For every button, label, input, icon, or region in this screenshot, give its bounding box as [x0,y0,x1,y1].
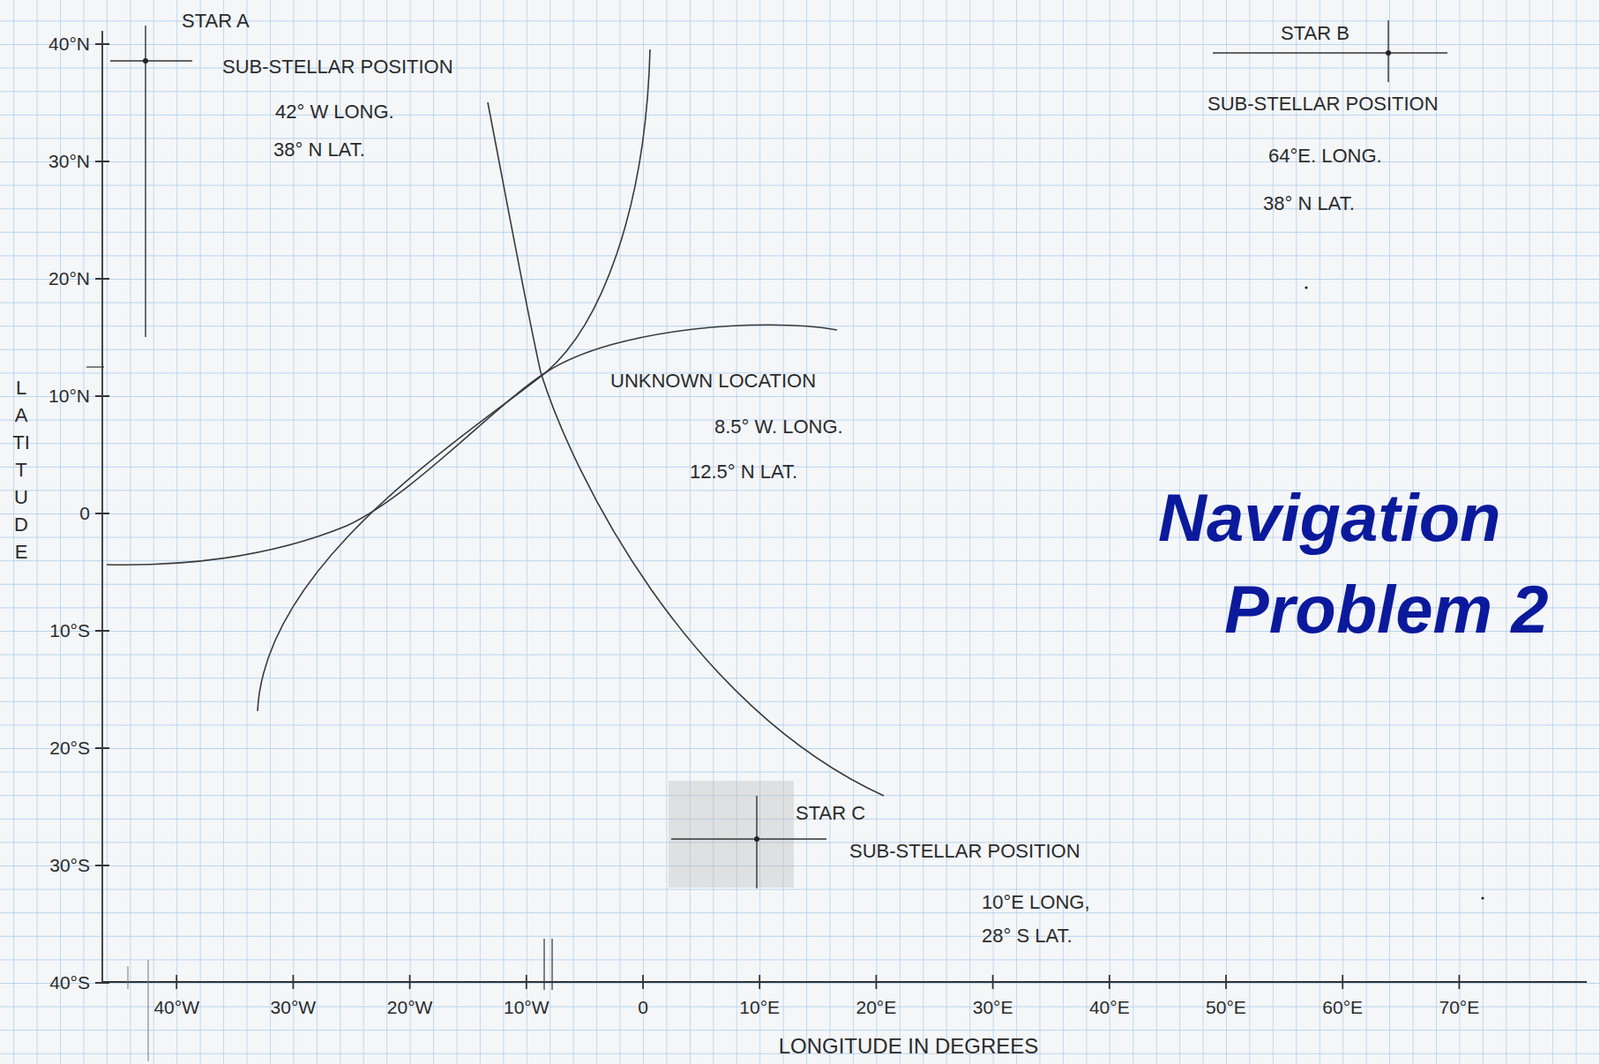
star-dot [754,836,760,842]
star-name: STAR C [795,801,866,824]
coordinate-note: 10°E LONG, [981,890,1091,913]
star-name: STAR A [181,9,250,32]
y-ticks [95,44,110,983]
star-c-circle [487,102,884,796]
coordinate-note: 38° N LAT. [273,138,366,161]
latitude-tick-label: 40°N [48,33,90,55]
coordinate-note: 64°E. LONG. [1268,144,1383,167]
erasure-smudge [668,780,794,888]
axis-title: LONGITUDE IN DEGREES [778,1033,1040,1059]
longitude-tick-label: 20°E [856,996,898,1018]
star-crosshairs [110,20,1448,889]
coordinate-note: 28° S LAT. [981,924,1073,947]
star-dot [1385,50,1391,56]
star-note: SUB-STELLAR POSITION [222,55,454,78]
coordinate-note: 42° W LONG. [275,100,395,123]
axis-title: LATITUDE [11,373,31,566]
coordinate-note: 12.5° N LAT. [689,460,798,483]
star-name: STAR B [1280,22,1350,45]
star-note: SUB-STELLAR POSITION [849,839,1081,862]
latitude-mark [86,366,105,367]
longitude-mark [544,938,553,990]
latitude-tick-label: 30°N [48,150,90,172]
star-dot [142,58,149,64]
longitude-tick-label: 10°W [503,996,550,1018]
longitude-tick-label: 20°W [387,996,434,1018]
latitude-tick-label: 40°S [49,971,90,994]
star-dots [142,50,1485,900]
coordinate-note: 8.5° W. LONG. [714,415,844,438]
longitude-tick-label: 70°E [1439,996,1481,1018]
latitude-tick-label: 10°S [49,620,90,642]
pencil-speck [1480,896,1484,899]
diagram-title: Navigation Problem 2 [1224,471,1595,656]
star-b-circle [106,324,838,565]
star-a-crosshair [110,25,193,337]
y-axis [101,30,104,983]
x-axis [102,980,1587,983]
x-ticks [176,974,1459,989]
latitude-tick-label: 20°N [48,268,90,290]
pencil-speck [1304,285,1308,289]
star-b-crosshair [1212,20,1448,83]
longitude-tick-label: 0 [637,996,649,1018]
star-a-circle [257,49,651,711]
latitude-tick-label: 20°S [49,737,90,759]
latitude-tick-label: 10°N [48,385,90,407]
longitude-tick-label: 10°E [739,996,780,1018]
longitude-tick-label: 30°W [270,996,317,1018]
circles-of-position [106,49,884,796]
coordinate-note: 38° N LAT. [1263,192,1355,215]
latitude-tick-label: 30°S [49,854,90,876]
longitude-tick-label: 30°E [972,996,1014,1018]
longitude-tick-label: 40°W [153,996,200,1018]
location-note: UNKNOWN LOCATION [610,369,816,392]
faint-mark [127,959,149,1062]
longitude-tick-label: 50°E [1205,996,1247,1018]
longitude-tick-label: 40°E [1089,996,1130,1018]
star-note: SUB-STELLAR POSITION [1207,92,1439,115]
longitude-tick-label: 60°E [1322,996,1363,1018]
latitude-tick-label: 0 [79,502,90,524]
